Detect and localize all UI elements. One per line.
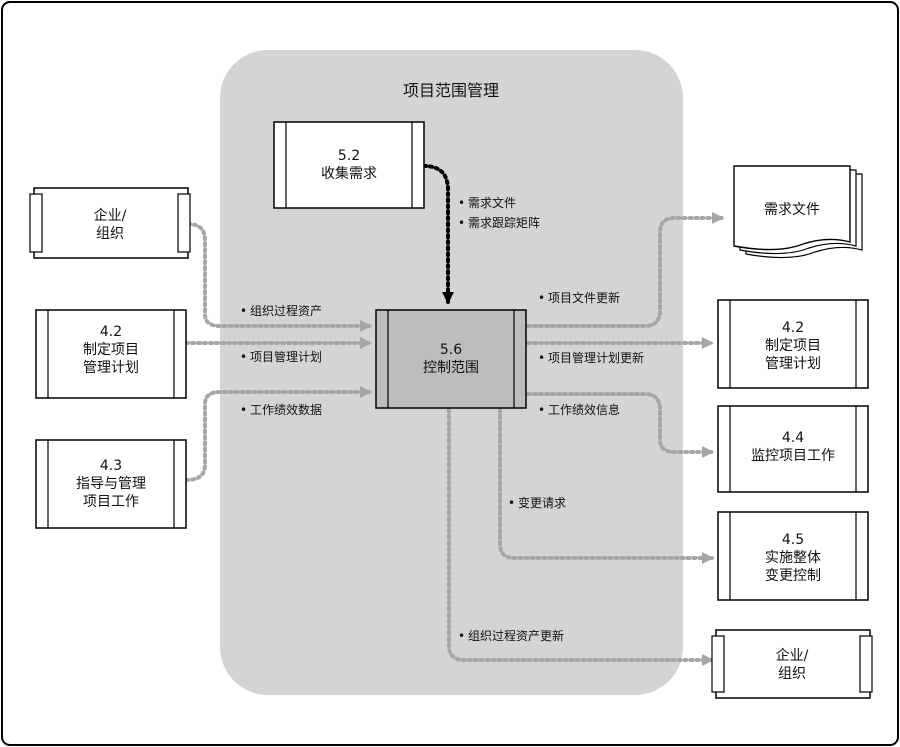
connector-work-perf-data bbox=[184, 386, 372, 482]
label-plan-updates: 项目管理计划更新 bbox=[548, 350, 644, 365]
label-bullet: • bbox=[458, 196, 465, 210]
label-bullet: • bbox=[240, 350, 247, 364]
box-name-line2: 管理计划 bbox=[83, 360, 139, 376]
label-bullet: • bbox=[538, 351, 545, 365]
label-pm-plan: 项目管理计划 bbox=[250, 349, 322, 364]
box-number: 4.3 bbox=[100, 458, 122, 474]
connector-doc-updates bbox=[526, 212, 724, 328]
box-number: 4.2 bbox=[782, 320, 804, 336]
input-enterprise-organization: 企业/ 组织 bbox=[29, 187, 191, 259]
box-number: 4.5 bbox=[782, 532, 804, 548]
label-req-trace: 需求跟踪矩阵 bbox=[468, 216, 540, 230]
box-number: 5.2 bbox=[338, 148, 360, 164]
box-name-line2: 项目工作 bbox=[83, 494, 139, 510]
connector-change-requests bbox=[498, 408, 714, 564]
box-name: 收集需求 bbox=[321, 165, 377, 182]
label-work-perf-data: 工作绩效数据 bbox=[250, 402, 322, 417]
box-name: 企业/ bbox=[776, 647, 809, 664]
label-work-perf-info: 工作绩效信息 bbox=[548, 402, 620, 417]
connector-org-assets-updates bbox=[447, 408, 714, 666]
label-req-docs: 需求文件 bbox=[468, 195, 516, 210]
process-box-collect-requirements: 5.2 收集需求 bbox=[273, 121, 425, 209]
label-org-assets: 组织过程资产 bbox=[250, 303, 322, 318]
box-name: 制定项目 bbox=[765, 338, 821, 354]
panel-title: 项目范围管理 bbox=[403, 81, 499, 100]
box-name: 监控项目工作 bbox=[751, 448, 835, 464]
label-bullet: • bbox=[538, 291, 545, 305]
input-direct-manage-work: 4.3 指导与管理 项目工作 bbox=[35, 439, 187, 529]
box-name: 实施整体 bbox=[765, 550, 821, 566]
output-requirements-documentation: 需求文件 bbox=[733, 165, 863, 259]
box-name: 制定项目 bbox=[83, 342, 139, 358]
label-bullet: • bbox=[240, 403, 247, 417]
box-name: 指导与管理 bbox=[76, 476, 146, 492]
connector-org-assets bbox=[186, 222, 372, 332]
box-number: 5.6 bbox=[440, 342, 462, 358]
output-develop-pm-plan: 4.2 制定项目 管理计划 bbox=[717, 299, 869, 389]
box-name: 控制范围 bbox=[423, 359, 479, 376]
box-number: 4.2 bbox=[100, 324, 122, 340]
process-box-control-scope: 5.6 控制范围 bbox=[375, 309, 527, 409]
box-number: 4.4 bbox=[782, 430, 804, 446]
input-develop-pm-plan: 4.2 制定项目 管理计划 bbox=[35, 309, 187, 399]
connector-requirements bbox=[422, 164, 454, 304]
label-bullet: • bbox=[458, 629, 465, 643]
box-name: 需求文件 bbox=[764, 202, 820, 218]
label-bullet: • bbox=[508, 496, 515, 510]
connector-work-perf-info bbox=[526, 392, 714, 458]
label-doc-updates: 项目文件更新 bbox=[548, 290, 620, 305]
label-bullet: • bbox=[458, 216, 465, 230]
box-name-line2: 变更控制 bbox=[765, 568, 821, 584]
box-name-line2: 组织 bbox=[778, 666, 806, 682]
output-monitor-control-work: 4.4 监控项目工作 bbox=[717, 405, 869, 493]
box-name: 企业/ bbox=[94, 207, 127, 224]
output-integrated-change-control: 4.5 实施整体 变更控制 bbox=[717, 511, 869, 601]
output-enterprise-organization: 企业/ 组织 bbox=[711, 629, 873, 699]
box-name-line2: 组织 bbox=[96, 226, 124, 242]
label-change-requests: 变更请求 bbox=[518, 495, 566, 510]
label-bullet: • bbox=[240, 304, 247, 318]
label-bullet: • bbox=[538, 403, 545, 417]
label-org-assets-updates: 组织过程资产更新 bbox=[468, 628, 564, 643]
box-name-line2: 管理计划 bbox=[765, 356, 821, 372]
